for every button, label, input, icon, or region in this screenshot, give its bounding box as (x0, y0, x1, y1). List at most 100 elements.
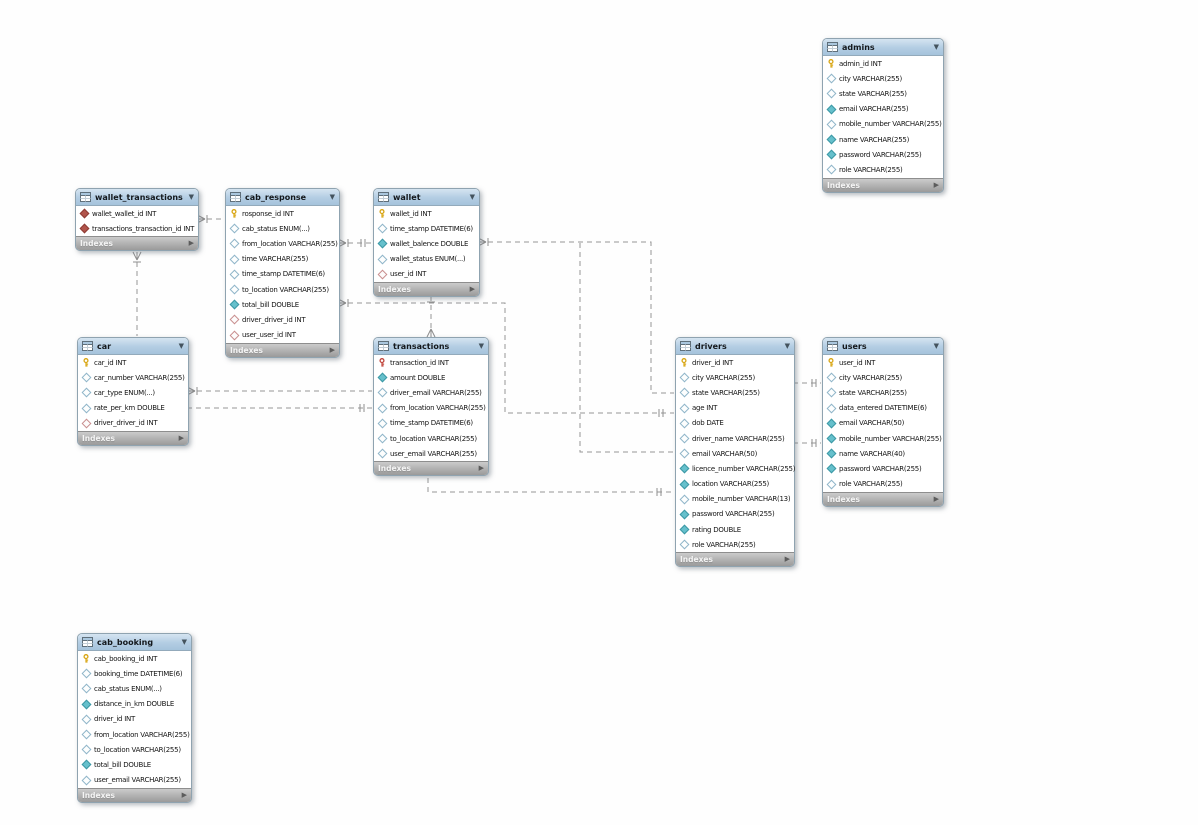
table-header[interactable]: cab_response▼ (226, 189, 339, 206)
primary-key-icon (378, 209, 386, 218)
field-label: dob DATE (692, 419, 724, 428)
field-row: password VARCHAR(255) (823, 461, 943, 476)
nullable-column-icon (826, 89, 836, 99)
field-row: state VARCHAR(255) (676, 385, 794, 400)
collapse-arrow-icon[interactable]: ▼ (181, 637, 187, 646)
nullable-column-icon (679, 539, 689, 550)
table-header[interactable]: drivers▼ (676, 338, 794, 355)
field-label: driver_driver_id INT (242, 315, 306, 324)
collapse-arrow-icon[interactable]: ▼ (933, 341, 939, 350)
field-row: licence_number VARCHAR(255) (676, 461, 795, 476)
indexes-label: Indexes (378, 284, 411, 294)
table-header[interactable]: wallet_transactions▼ (76, 189, 198, 206)
indexes-bar[interactable]: Indexes▶ (78, 787, 191, 802)
table-wallet_transactions[interactable]: wallet_transactions▼wallet_wallet_id INT… (75, 188, 199, 252)
expand-icon[interactable]: ▶ (188, 239, 194, 248)
field-row: driver_driver_id INT (226, 312, 339, 327)
expand-icon[interactable]: ▶ (329, 345, 335, 354)
field-row: transaction_id INT (374, 355, 488, 370)
table-icon (378, 341, 389, 351)
field-label: time_stamp DATETIME(6) (242, 270, 325, 279)
field-label: cab_status ENUM(...) (242, 224, 310, 233)
field-row: role VARCHAR(255) (676, 537, 794, 552)
relationship-line[interactable] (579, 243, 674, 453)
table-header[interactable]: cab_booking▼ (78, 634, 191, 651)
primary-key-icon (82, 358, 90, 367)
nullable-column-icon (81, 729, 91, 740)
expand-icon[interactable]: ▶ (478, 464, 484, 473)
nullable-column-icon (81, 714, 91, 725)
indexes-bar[interactable]: Indexes▶ (76, 236, 198, 251)
expand-icon[interactable]: ▶ (181, 790, 187, 799)
indexes-bar[interactable]: Indexes▶ (823, 491, 943, 506)
expand-icon[interactable]: ▶ (933, 180, 939, 189)
collapse-arrow-icon[interactable]: ▼ (784, 341, 790, 350)
table-title: wallet (393, 192, 421, 202)
field-label: transaction_id INT (390, 358, 449, 367)
expand-icon[interactable]: ▶ (784, 555, 790, 564)
field-label: wallet_status ENUM(...) (390, 255, 466, 264)
not-null-column-icon (679, 463, 689, 474)
nullable-column-icon (81, 684, 91, 694)
indexes-bar[interactable]: Indexes▶ (226, 342, 339, 357)
field-label: state VARCHAR(255) (692, 388, 760, 397)
field-row: admin_id INT (823, 56, 943, 71)
table-header[interactable]: admins▼ (823, 39, 943, 56)
indexes-bar[interactable]: Indexes ▶ (676, 552, 794, 567)
expand-icon[interactable]: ▶ (178, 433, 184, 442)
indexes-bar[interactable]: Indexes▶ (78, 430, 188, 445)
primary-key-icon (827, 358, 835, 367)
table-icon (680, 341, 691, 351)
expand-icon[interactable]: ▶ (933, 494, 939, 503)
not-null-column-icon (679, 509, 689, 520)
indexes-bar[interactable]: Indexes ▶ (374, 281, 479, 296)
collapse-arrow-icon[interactable]: ▼ (178, 341, 184, 350)
table-header[interactable]: wallet ▼ (374, 189, 479, 206)
not-null-column-icon (81, 759, 91, 770)
field-label: from_location VARCHAR(255) (94, 730, 190, 739)
table-title: car (97, 341, 112, 351)
field-row: wallet_balence DOUBLE (374, 236, 479, 251)
foreign-key-not-null-icon (79, 208, 89, 219)
field-label: car_id INT (94, 358, 127, 367)
nullable-column-icon (377, 388, 387, 398)
field-row: user_email VARCHAR(255) (78, 773, 191, 788)
nullable-column-icon (679, 403, 689, 414)
expand-icon[interactable]: ▶ (469, 284, 475, 293)
indexes-bar[interactable]: Indexes▶ (823, 177, 943, 192)
relationship-line[interactable] (488, 241, 674, 394)
field-row: email VARCHAR(50) (823, 416, 943, 431)
table-header[interactable]: users▼ (823, 338, 943, 355)
relationship-line[interactable] (427, 478, 674, 493)
indexes-label: Indexes (680, 555, 713, 565)
field-row: cab_booking_id INT (78, 651, 191, 666)
collapse-arrow-icon[interactable]: ▼ (329, 192, 335, 201)
collapse-arrow-icon[interactable]: ▼ (933, 42, 939, 51)
primary-key-icon (827, 59, 835, 68)
indexes-bar[interactable]: Indexes▶ (374, 461, 488, 476)
not-null-column-icon (377, 239, 387, 249)
table-header[interactable]: car ▼ (78, 338, 188, 355)
field-label: from_location VARCHAR(255) (242, 239, 338, 248)
field-row: dob DATE (676, 416, 794, 431)
field-label: distance_in_km DOUBLE (94, 700, 175, 709)
field-label: from_location VARCHAR(255) (390, 404, 486, 413)
field-row: driver_email VARCHAR(255) (374, 385, 488, 400)
collapse-arrow-icon[interactable]: ▼ (469, 192, 475, 201)
field-label: user_id INT (390, 270, 427, 279)
collapse-arrow-icon[interactable]: ▼ (188, 192, 194, 201)
relationship-line[interactable] (348, 302, 674, 414)
table-header[interactable]: transactions▼ (374, 338, 488, 355)
field-label: user_id INT (839, 358, 876, 367)
collapse-arrow-icon[interactable]: ▼ (478, 341, 484, 350)
field-label: total_bill DOUBLE (94, 760, 151, 769)
